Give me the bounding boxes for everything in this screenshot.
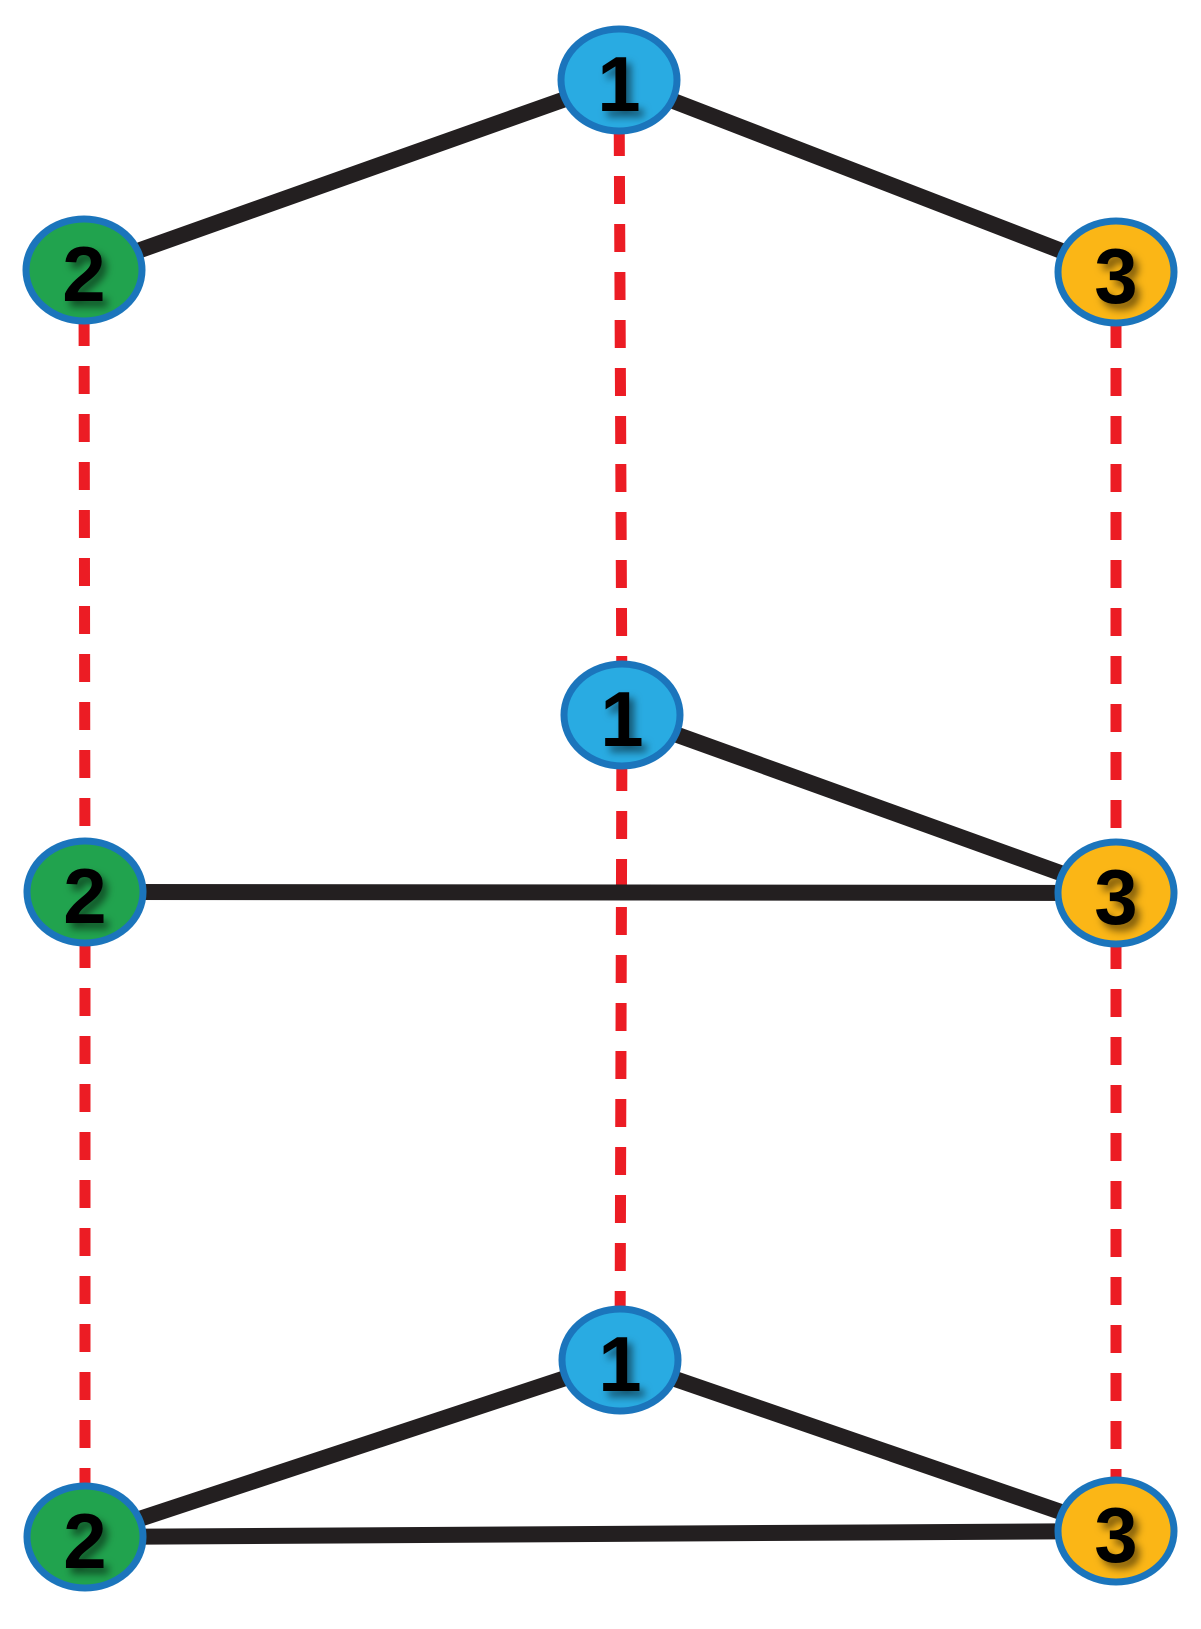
node-label-middle-3: 3 — [1094, 853, 1137, 941]
node-top-1: 1 — [557, 25, 681, 135]
edge-t1-t2 — [81, 72, 622, 278]
solid-edges — [81, 72, 1119, 1545]
node-label-bottom-1: 1 — [598, 1320, 641, 1408]
node-label-middle-2: 2 — [63, 852, 106, 940]
node-circle-middle-3 — [1054, 838, 1178, 948]
node-circle-bottom-1 — [558, 1305, 682, 1415]
edge-m1-m3 — [619, 707, 1119, 901]
edge-b1-b3 — [617, 1352, 1119, 1539]
node-circle-middle-1 — [560, 660, 684, 770]
node-circle-middle-2 — [23, 837, 147, 947]
node-label-top-1: 1 — [597, 40, 640, 128]
node-label-bottom-2: 2 — [63, 1497, 106, 1585]
node-circle-bottom-3 — [1054, 1476, 1178, 1586]
edge-b2-b3 — [84, 1523, 1117, 1545]
graph-nodes: 1 2 3 1 2 3 1 2 3 — [22, 25, 1178, 1592]
node-middle-1: 1 — [560, 660, 684, 770]
node-top-2: 2 — [22, 215, 146, 325]
node-circle-top-1 — [557, 25, 681, 135]
dashed-link-m1-b1 — [614, 714, 628, 1361]
edge-b1-b2 — [82, 1352, 623, 1545]
node-label-middle-1: 1 — [600, 675, 643, 763]
node-circle-top-2 — [22, 215, 146, 325]
node-bottom-3: 3 — [1054, 1476, 1178, 1586]
node-middle-2: 2 — [23, 837, 147, 947]
edge-t1-t3 — [616, 72, 1119, 280]
node-circle-top-3 — [1054, 217, 1178, 327]
node-circle-bottom-2 — [23, 1482, 147, 1592]
node-top-3: 3 — [1054, 217, 1178, 327]
node-label-top-2: 2 — [62, 230, 105, 318]
edge-m2-m3 — [84, 884, 1117, 901]
node-bottom-2: 2 — [23, 1482, 147, 1592]
node-middle-3: 3 — [1054, 838, 1178, 948]
node-label-top-3: 3 — [1094, 232, 1137, 320]
node-label-bottom-3: 3 — [1094, 1491, 1137, 1579]
dashed-correspondence-lines — [78, 79, 1122, 1537]
node-bottom-1: 1 — [558, 1305, 682, 1415]
dashed-link-t2-m2 — [78, 269, 91, 893]
dashed-link-t1-m1 — [613, 79, 628, 716]
